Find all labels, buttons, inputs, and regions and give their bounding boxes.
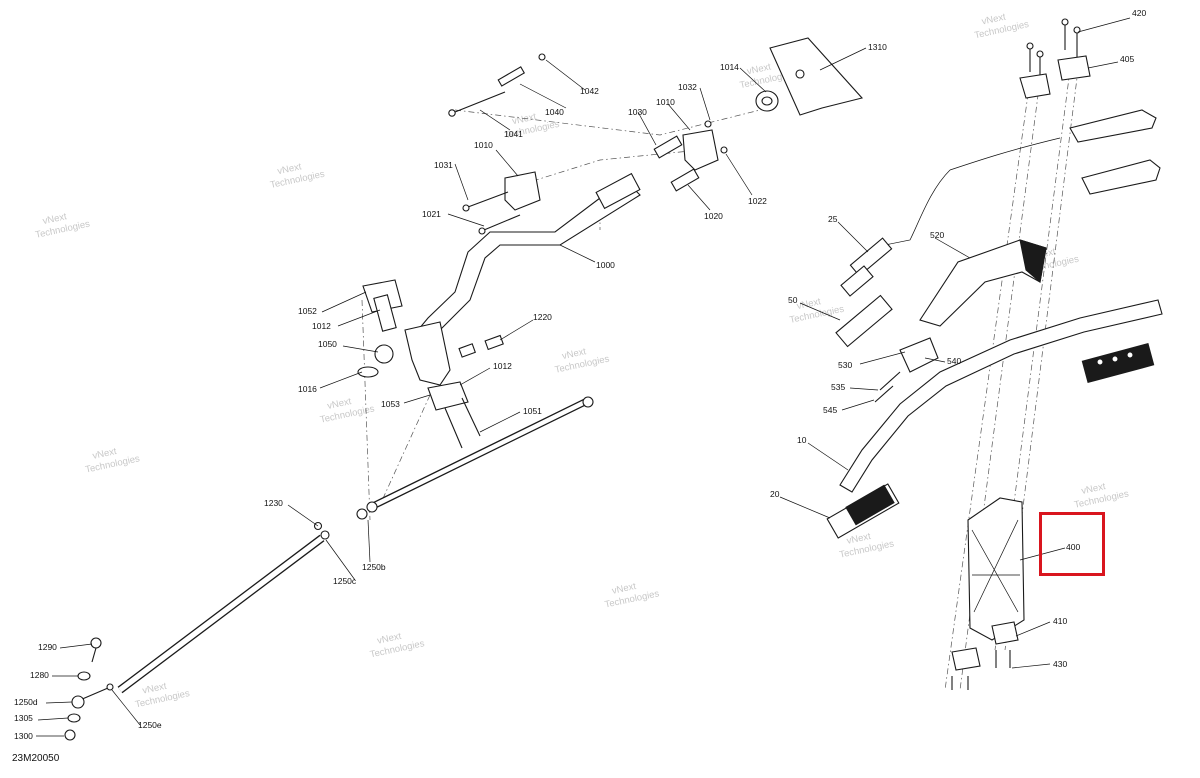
callout-1250d: 1250d <box>14 697 38 707</box>
callout-400: 400 <box>1066 542 1080 552</box>
clamp-1010-right <box>682 129 719 171</box>
callout-520: 520 <box>930 230 944 240</box>
callout-20: 20 <box>770 489 780 499</box>
left-grip-20 <box>826 483 900 539</box>
callout-1010: 1010 <box>656 97 675 107</box>
callout-1021: 1021 <box>422 209 441 219</box>
document-code: 23M20050 <box>12 753 60 764</box>
callout-1040: 1040 <box>545 107 564 117</box>
svg-text:vNext: vNext <box>746 61 772 77</box>
callout-1052: 1052 <box>298 306 317 316</box>
callout-50: 50 <box>788 295 798 305</box>
callout-1020: 1020 <box>704 211 723 221</box>
callout-1051: 1051 <box>523 406 542 416</box>
handlebar-assembly <box>826 18 1163 691</box>
highlight-box-part-400 <box>1039 512 1105 576</box>
svg-text:vNext: vNext <box>561 346 587 362</box>
svg-text:vNext: vNext <box>846 531 872 547</box>
callout-1041: 1041 <box>504 129 523 139</box>
callout-535: 535 <box>831 382 845 392</box>
callout-1250e: 1250e <box>138 720 162 730</box>
callout-1050: 1050 <box>318 339 337 349</box>
riser-400 <box>967 497 1025 641</box>
callout-1042: 1042 <box>580 86 599 96</box>
callout-1032: 1032 <box>678 82 697 92</box>
clamp-1010-upper <box>504 171 541 211</box>
callout-420: 420 <box>1132 8 1146 18</box>
callout-410: 410 <box>1053 616 1067 626</box>
callout-1031: 1031 <box>434 160 453 170</box>
callout-1012: 1012 <box>493 361 512 371</box>
column-bracket <box>404 321 451 386</box>
svg-text:vNext: vNext <box>511 111 537 127</box>
callout-1000: 1000 <box>596 260 615 270</box>
callout-1305: 1305 <box>14 713 33 723</box>
svg-text:vNext: vNext <box>981 12 1007 28</box>
callout-25: 25 <box>828 214 838 224</box>
callout-1010: 1010 <box>474 140 493 150</box>
svg-text:vNext: vNext <box>141 681 167 697</box>
callout-1250c: 1250c <box>333 576 357 586</box>
callout-1014: 1014 <box>720 62 739 72</box>
svg-text:vNext: vNext <box>326 396 352 412</box>
callout-1250b: 1250b <box>362 562 386 572</box>
callout-1016: 1016 <box>298 384 317 394</box>
svg-text:vNext: vNext <box>92 446 118 462</box>
steering-assembly <box>64 37 864 741</box>
callout-1230: 1230 <box>264 498 283 508</box>
callout-1290: 1290 <box>38 642 57 652</box>
callout-1012: 1012 <box>312 321 331 331</box>
svg-text:vNext: vNext <box>611 581 637 597</box>
callout-1310: 1310 <box>868 42 887 52</box>
svg-text:vNext: vNext <box>42 211 68 227</box>
leader-lines <box>36 17 1131 737</box>
callout-10: 10 <box>797 435 807 445</box>
callout-405: 405 <box>1120 54 1134 64</box>
callout-1220: 1220 <box>533 312 552 322</box>
handlebar-10 <box>839 299 1163 493</box>
svg-text:vNext: vNext <box>796 296 822 312</box>
callout-1030: 1030 <box>628 107 647 117</box>
right-grip <box>1081 342 1155 384</box>
callout-1300: 1300 <box>14 731 33 741</box>
column-upper-end <box>595 172 641 210</box>
callout-1022: 1022 <box>748 196 767 206</box>
callout-545: 545 <box>823 405 837 415</box>
svg-text:vNext: vNext <box>1081 481 1107 497</box>
callout-labels: 420 405 1310 1014 1042 1040 1041 1032 10… <box>14 8 1146 741</box>
plate-1310 <box>769 37 864 116</box>
callout-430: 430 <box>1053 659 1067 669</box>
callout-540: 540 <box>947 356 961 366</box>
callout-530: 530 <box>838 360 852 370</box>
svg-text:vNext: vNext <box>376 631 402 647</box>
svg-text:vNext: vNext <box>276 161 302 177</box>
callout-1280: 1280 <box>30 670 49 680</box>
callout-1053: 1053 <box>381 399 400 409</box>
